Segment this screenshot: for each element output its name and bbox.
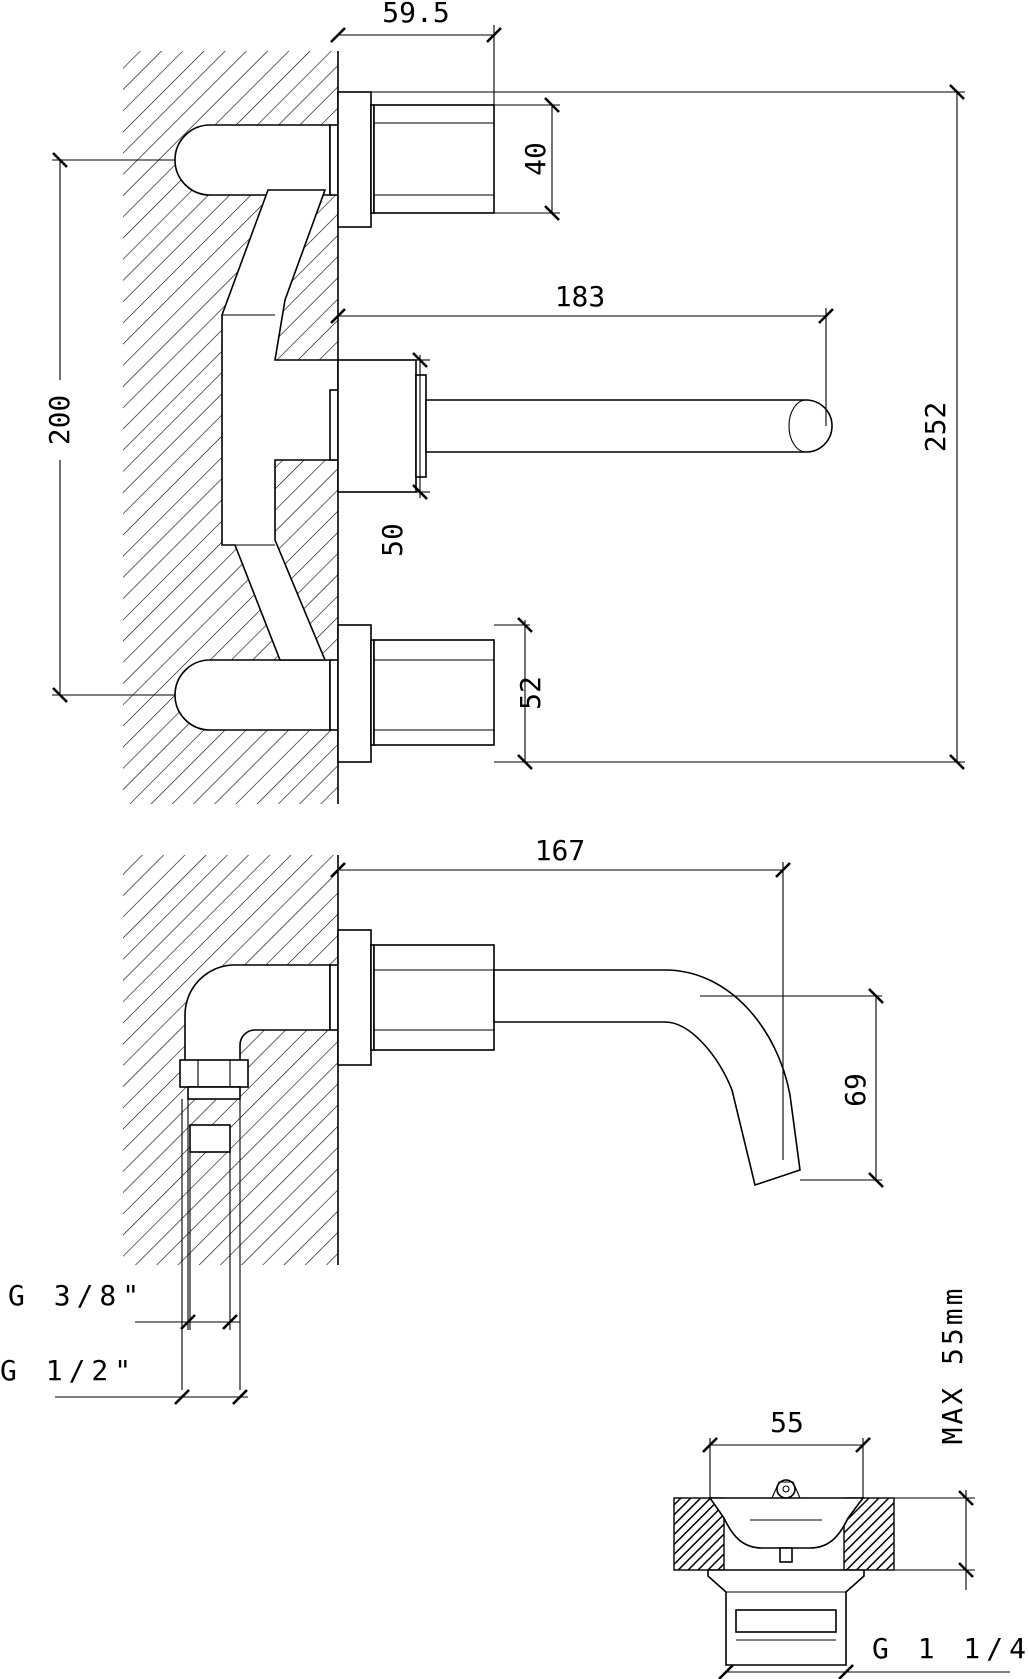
dim-label-183: 183 — [555, 280, 606, 313]
dim-label-52: 52 — [514, 676, 547, 710]
upper-handle — [329, 91, 495, 228]
dimension-69: 69 — [700, 988, 884, 1188]
dim-label-59-5: 59.5 — [382, 0, 449, 29]
basin-hatch-left — [673, 1497, 725, 1571]
dimension-max-55mm: MAX 55mm — [894, 1286, 975, 1590]
dimension-52: 52 — [494, 617, 547, 770]
concealed-elbow — [179, 964, 331, 1390]
concealed-body — [174, 124, 339, 731]
dimension-50: 50 — [376, 352, 430, 557]
dim-label-55: 55 — [770, 1406, 804, 1439]
dimension-183: 183 — [330, 280, 834, 426]
side-view: 167 69 G 3/8" G 1/2" — [0, 834, 884, 1405]
dim-label-g-3-8: G 3/8" — [8, 1279, 145, 1312]
dimension-55: 55 — [702, 1406, 871, 1498]
dimension-g-3-8: G 3/8" — [8, 1279, 240, 1330]
dimension-40: 40 — [494, 97, 560, 221]
dim-label-200: 200 — [43, 395, 76, 446]
dim-label-max-55mm: MAX 55mm — [936, 1286, 969, 1445]
dim-label-50: 50 — [376, 523, 409, 557]
dimension-g-1-1-4: G 1 1/4" — [718, 1632, 1029, 1679]
dim-label-40: 40 — [519, 142, 552, 176]
dimension-59-5: 59.5 — [330, 0, 502, 105]
dim-label-167: 167 — [535, 834, 586, 867]
dim-label-g-1-1-4: G 1 1/4" — [872, 1632, 1029, 1665]
spout-top — [329, 359, 833, 493]
top-view: 59.5 40 252 183 — [42, 0, 965, 804]
dim-label-252: 252 — [919, 402, 952, 453]
drain-detail: 55 MAX 55mm G 1 1/4" — [673, 1286, 1029, 1679]
spout-side — [493, 969, 801, 1187]
dim-label-69: 69 — [839, 1073, 872, 1107]
lower-handle — [329, 624, 495, 763]
dimension-200: 200 — [42, 152, 175, 703]
side-body — [329, 929, 495, 1066]
dimension-g-1-2: G 1/2" — [0, 1354, 248, 1405]
dimension-252: 252 — [338, 84, 965, 770]
dim-label-g-1-2: G 1/2" — [0, 1354, 137, 1387]
dimension-167: 167 — [330, 834, 791, 1160]
